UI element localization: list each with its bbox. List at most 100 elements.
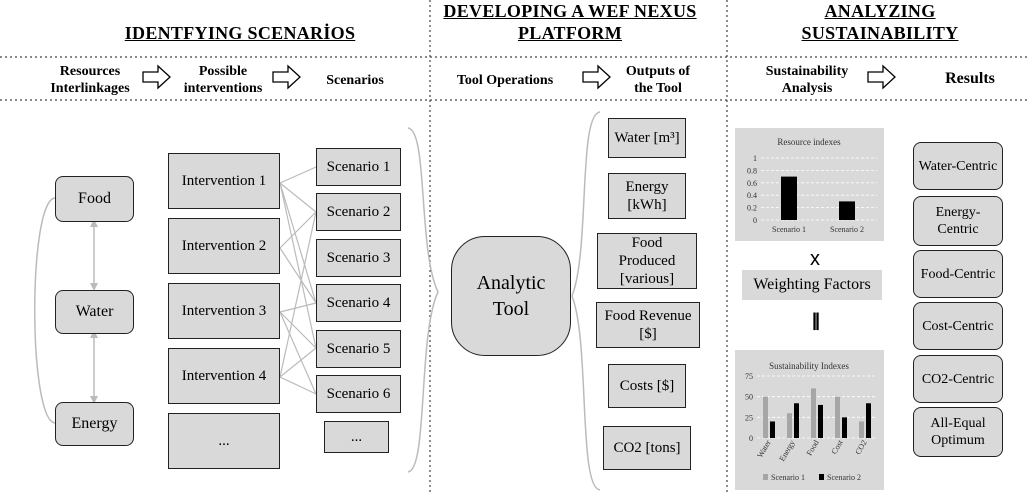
step-resources-line2: Interlinkages [50, 81, 130, 96]
intervention-more: ... [168, 413, 280, 469]
bar-scenario-1 [811, 388, 816, 438]
y-tick-label: 0.2 [747, 204, 757, 213]
section-developing-title-line2: PLATFORM [517, 23, 623, 43]
bar [839, 201, 855, 220]
scenario-5: Scenario 5 [316, 330, 401, 368]
output-costs-line1: Costs [$] [619, 378, 675, 394]
x-tick-label: Scenario 1 [772, 225, 806, 234]
result-water-centric: Water-Centric [913, 142, 1003, 190]
scenario-more: ... [324, 421, 389, 453]
bar-scenario-2 [770, 421, 775, 438]
bar-scenario-2 [818, 404, 823, 438]
y-tick-label: 0.4 [747, 191, 757, 200]
output-costs: Costs [$] [608, 364, 686, 408]
output-food-line1: Food [631, 235, 663, 251]
output-energy: Energy [kWh] [608, 173, 686, 219]
step-possible-line2: interventions [183, 81, 263, 96]
analytic-tool-line1: Analytic [476, 272, 546, 294]
analytic-tool: Analytic Tool [451, 236, 571, 356]
resource-energy: Energy [55, 402, 134, 446]
bar-scenario-1 [859, 421, 864, 438]
legend-swatch-scenario-1 [763, 474, 768, 480]
bar-scenario-2 [842, 417, 847, 438]
bar [781, 176, 797, 220]
step-outputs-line1: Outputs of [625, 64, 691, 79]
bar-scenario-1 [835, 396, 840, 438]
y-tick-label: 0 [749, 434, 753, 443]
intervention-3: Intervention 3 [168, 283, 280, 339]
output-water: Water [m³] [608, 118, 686, 158]
analytic-tool-line2: Tool [492, 298, 530, 320]
result-co2-centric: CO2-Centric [913, 355, 1003, 403]
output-food-line3: [various] [619, 271, 675, 287]
section-analyzing-title-line2: SUSTAINABILITY [801, 23, 959, 43]
chart-title: Resource indexes [777, 137, 841, 147]
scenario-6: Scenario 6 [316, 375, 401, 413]
step-sustainability-analysis: Sustainability Analysis [752, 63, 862, 97]
x-tick-label: CO2 [853, 439, 868, 457]
section-identifying-title: IDENTFYING SCENARİOS [124, 23, 356, 43]
scenario-3: Scenario 3 [316, 239, 401, 277]
result-allequal-line2: Optimum [931, 433, 985, 448]
output-food-revenue: Food Revenue [$] [596, 302, 700, 348]
result-energy-line2: Centric [937, 222, 979, 237]
step-scenarios: Scenarios [326, 73, 384, 88]
multiply-symbol: x [810, 248, 820, 270]
weighting-factors: Weighting Factors [742, 270, 882, 300]
step-possible-line1: Possible [198, 64, 248, 79]
result-energy-line1: Energy- [935, 205, 981, 220]
scenario-4: Scenario 4 [316, 284, 401, 322]
step-outputs-line2: the Tool [634, 81, 682, 96]
result-cost-centric: Cost-Centric [913, 302, 1003, 350]
result-energy-centric: Energy- Centric [913, 196, 1003, 246]
y-tick-label: 25 [745, 413, 753, 422]
bar-scenario-1 [787, 413, 792, 438]
legend-label-scenario-1: Scenario 1 [771, 473, 805, 482]
bar-scenario-2 [794, 403, 799, 438]
output-co2-line1: CO2 [tons] [613, 440, 681, 456]
legend-swatch-scenario-2 [819, 474, 824, 480]
intervention-4: Intervention 4 [168, 348, 280, 404]
y-tick-label: 1 [753, 154, 757, 163]
equals-symbol: || [811, 310, 820, 330]
legend-label-scenario-2: Scenario 2 [827, 473, 861, 482]
step-resources-interlinkages: Resources Interlinkages [30, 63, 150, 97]
result-allequal-line1: All-Equal [930, 416, 986, 431]
output-co2: CO2 [tons] [603, 426, 691, 470]
x-tick-label: Food [805, 439, 821, 458]
result-all-equal-optimum: All-Equal Optimum [913, 407, 1003, 457]
bar-scenario-1 [763, 396, 768, 438]
result-co2-line1: CO2-Centric [921, 371, 995, 387]
output-revenue-line2: [$] [639, 326, 657, 342]
y-tick-label: 0.6 [747, 179, 757, 188]
x-tick-label: Cost [830, 438, 846, 456]
y-tick-label: 0.8 [747, 166, 757, 175]
step-possible-interventions: Possible interventions [168, 63, 278, 97]
bar-scenario-2 [866, 403, 871, 438]
step-sust-line1: Sustainability [765, 64, 849, 79]
scenario-1: Scenario 1 [316, 148, 401, 186]
x-tick-label: Scenario 2 [830, 225, 864, 234]
section-analyzing-title-line1: ANALYZING [824, 1, 936, 21]
step-resources-line1: Resources [59, 64, 121, 79]
y-tick-label: 0 [753, 216, 757, 225]
scenario-2: Scenario 2 [316, 193, 401, 231]
result-food-centric: Food-Centric [913, 250, 1003, 298]
step-tool-operations: Tool Operations [456, 73, 554, 88]
output-energy-line1: Energy [625, 179, 669, 195]
output-food-line2: Produced [618, 253, 676, 269]
output-food-produced: Food Produced [various] [597, 233, 697, 289]
step-sust-line2: Analysis [781, 81, 833, 96]
output-water-line1: Water [m³] [614, 130, 680, 146]
intervention-1: Intervention 1 [168, 153, 280, 209]
section-developing-title-line1: DEVELOPING A WEF NEXUS [443, 1, 697, 21]
step-arrow-icon [142, 64, 896, 90]
step-outputs: Outputs of the Tool [608, 63, 708, 97]
result-cost-line1: Cost-Centric [922, 318, 994, 334]
y-tick-label: 50 [745, 393, 753, 402]
